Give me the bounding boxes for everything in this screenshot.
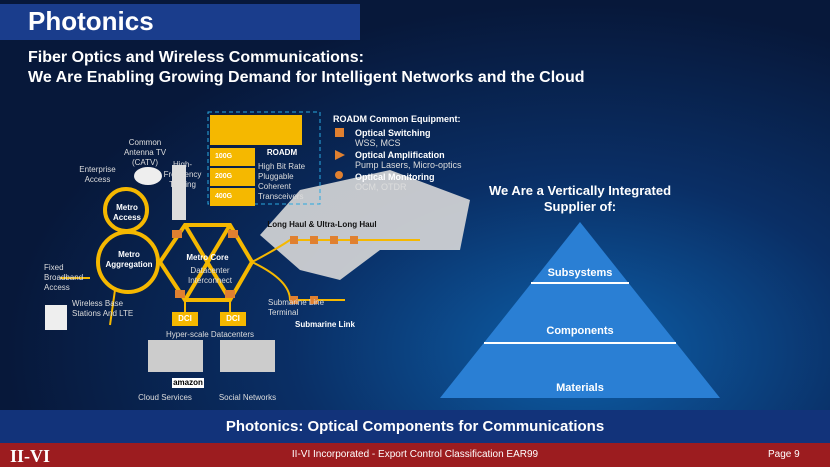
datacenter-image-1 [148,340,203,372]
legend-item-title: Optical Switching [355,128,431,138]
label-hyperscale: Hyper-scale Datacenters [165,330,255,339]
subtitle: Fiber Optics and Wireless Communications… [28,48,584,88]
label-hft: High-Frequency Trading [163,160,202,189]
label-dci-interconnect: Datacenter Interconnect [187,266,233,285]
rate-200g: 200G [214,173,233,180]
rate-100g: 100G [214,153,233,160]
dci-a: DCI [178,314,192,323]
legend-item-title: Optical Monitoring [355,172,435,182]
datacenter-image-2 [220,340,275,372]
label-roadm: ROADM [266,148,298,157]
label-metro-core: Metro Core [186,253,229,262]
amazon-logo: amazon [172,378,204,388]
legend-item-desc: Pump Lasers, Micro-optics [355,160,462,170]
label-submarine-link: Submarine Link [294,320,355,329]
dci-box-a [172,312,198,326]
pyramid [440,222,720,398]
legend-title: ROADM Common Equipment: [333,114,461,124]
label-enterprise: Enterprise Access [79,165,116,184]
pyramid-level-components: Components [546,325,614,337]
footer-bar [0,443,830,467]
rate-400g: 400G [214,193,233,200]
company-logo: II-VI [10,446,51,466]
satellite-dish-icon [134,167,162,185]
dci-b: DCI [226,314,240,323]
footer-text: II-VI Incorporated - Export Control Clas… [291,449,539,460]
roadm-box [207,111,321,205]
label-catv: Common Antenna TV (CATV) [123,138,167,167]
legend-item-title: Optical Amplification [355,150,445,160]
dci-box-b [220,312,246,326]
label-metro-access: Metro Access [112,203,142,222]
legend-item-desc: WSS, MCS [355,138,401,148]
page-title: Photonics [28,6,154,36]
banner-bar [0,410,830,443]
label-cloud: Cloud Services [138,393,192,402]
label-metro-aggregation: Metro Aggregation [105,250,153,269]
label-submarine-terminal: Submarine Line Terminal [268,298,325,317]
label-social: Social Networks [218,393,277,402]
page-number: Page 9 [768,449,800,460]
transceiver-200g [210,168,255,186]
switch-icon [335,128,344,137]
pyramid-level-materials: Materials [556,382,604,394]
tower-image [172,165,186,220]
map-landmass [260,170,470,280]
title-bar [0,4,360,40]
pyramid-level-subsystems: Subsystems [547,267,613,279]
roadm-block [210,115,302,145]
label-long-haul: Long Haul & Ultra-Long Haul [267,220,377,229]
access-links [60,277,231,326]
label-transceivers: High Bit Rate Pluggable Coherent Transce… [258,162,306,201]
legend-item-desc: OCM, OTDR [355,182,407,192]
monitor-icon [335,171,343,179]
base-station-image [45,305,67,330]
amplifier-icon [335,150,345,160]
label-wireless: Wireless Base Stations And LTE [72,299,134,318]
long-haul-link [251,239,420,301]
subtitle-line-1: Fiber Optics and Wireless Communications… [28,49,364,66]
subtitle-line-2: We Are Enabling Growing Demand for Intel… [28,69,585,86]
pyramid-heading: We Are a Vertically Integrated Supplier … [488,183,672,214]
label-fixed-broadband: Fixed Broadband Access [44,263,84,292]
transceiver-400g [210,188,255,206]
banner-text: Photonics: Optical Components for Commun… [225,418,605,435]
transceiver-100g [210,148,255,166]
